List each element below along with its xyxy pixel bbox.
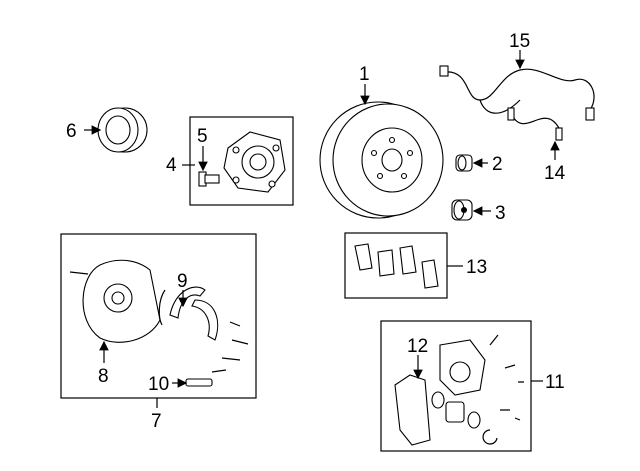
abs-sensor-part[interactable] [439, 65, 595, 121]
bushing-part-3[interactable] [451, 199, 473, 221]
callout-2: 2 [492, 154, 503, 175]
callout-1: 1 [359, 64, 370, 85]
callout-15: 15 [509, 31, 530, 52]
callout-5: 5 [197, 126, 208, 147]
callout-8: 8 [98, 366, 109, 387]
bushing-part-2[interactable] [455, 154, 473, 172]
rotor-part[interactable] [319, 101, 444, 219]
callout-14: 14 [544, 163, 566, 184]
callout-6: 6 [66, 121, 77, 142]
brake-pads-part[interactable] [354, 243, 439, 289]
caliper-box [380, 320, 532, 452]
caliper-bracket-part[interactable] [394, 374, 431, 446]
backing-plate-box [60, 233, 257, 399]
hub-box [189, 116, 294, 206]
callout-4: 4 [166, 155, 177, 176]
wheel-stud-part[interactable] [198, 171, 220, 187]
brake-hose-part[interactable] [507, 107, 563, 141]
hub-part[interactable] [223, 131, 286, 193]
caliper-part[interactable] [431, 334, 524, 445]
backing-plate-part[interactable] [69, 259, 161, 343]
adjuster-part[interactable] [185, 378, 213, 387]
callout-13: 13 [466, 257, 487, 278]
parking-shoes-part[interactable] [158, 286, 249, 373]
callout-9: 9 [177, 271, 188, 292]
callout-10: 10 [148, 374, 169, 395]
callout-11: 11 [545, 372, 565, 393]
seal-part[interactable] [97, 107, 148, 153]
callout-12: 12 [407, 336, 428, 357]
callout-7: 7 [151, 411, 162, 432]
callout-3: 3 [495, 203, 506, 224]
